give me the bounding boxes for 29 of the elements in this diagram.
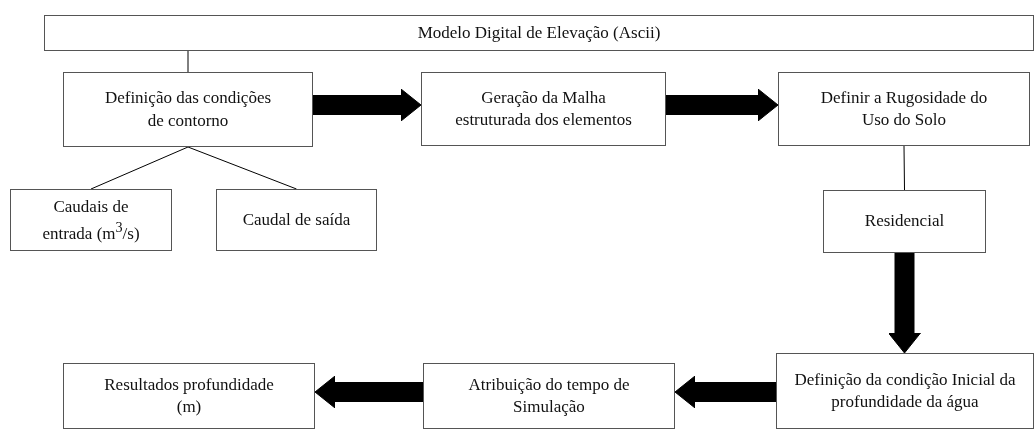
box-text: Modelo Digital de Elevação (Ascii) [417,21,661,44]
block-arrow [314,375,423,409]
process-box [63,72,313,147]
connector-line [187,146,297,190]
process-box [823,190,986,253]
box-text: Resultados profundidade (m) [103,373,275,418]
block-arrow [674,375,776,409]
connector-line [90,146,189,190]
box-text: Definição das condições de contorno [103,87,273,132]
process-box [63,363,315,429]
connector-line [187,50,189,73]
process-box [423,363,675,429]
box-text: Definição da condição Inicial da profundidade da água [793,368,1017,413]
block-arrow [666,88,779,122]
process-box [778,72,1030,146]
process-box [10,189,172,251]
box-text: Definir a Rugosidade do Uso do Solo [819,86,989,131]
process-box [421,72,666,146]
process-box [776,353,1034,429]
process-box [216,189,377,251]
block-arrow [313,88,422,122]
block-arrow [888,253,921,354]
process-box [44,15,1034,51]
connector-line [903,145,905,191]
box-text: Atribuição do tempo de Simulação [467,373,631,418]
box-text: Geração da Malha estruturada dos elementos [454,86,633,131]
box-text: Residencial [864,210,945,233]
box-text: Caudal de saída [242,208,351,231]
box-text: Caudais de entrada (m$^{3}$/s) [41,195,141,245]
